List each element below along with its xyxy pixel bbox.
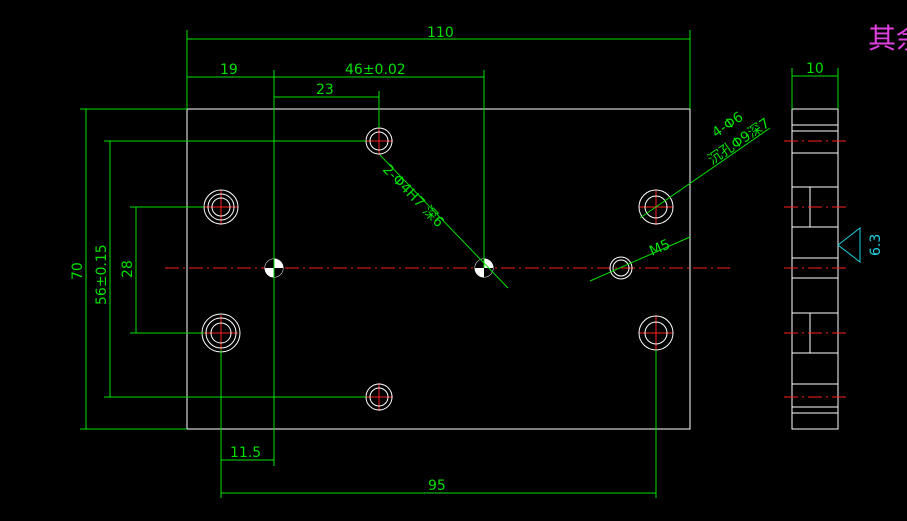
dimension-56: 56±0.15 <box>94 140 366 398</box>
plate-outline <box>186 108 691 430</box>
svg-text:95: 95 <box>428 478 446 494</box>
svg-text:2-Φ4H7 深6: 2-Φ4H7 深6 <box>379 162 447 231</box>
dimension-11-5: 11.5 <box>220 350 274 498</box>
svg-text:46±0.02: 46±0.02 <box>345 62 406 78</box>
callout-counterbore: 4-Φ6 沉孔Φ9深7 <box>639 109 773 219</box>
callout-thread: M5 <box>589 236 691 282</box>
svg-text:M5: M5 <box>647 236 673 259</box>
dimension-70: 70 <box>70 108 187 430</box>
svg-text:28: 28 <box>120 260 136 278</box>
svg-text:70: 70 <box>70 262 86 280</box>
dimension-19: 19 <box>187 62 275 466</box>
svg-text:23: 23 <box>316 82 334 98</box>
svg-text:56±0.15: 56±0.15 <box>94 244 110 305</box>
dimension-46: 46±0.02 <box>274 62 485 268</box>
thread-hole-m5 <box>609 256 633 280</box>
dimension-28: 28 <box>120 206 204 334</box>
roughness-other-text: 其余 <box>868 22 907 55</box>
callout-pin-hole: 2-Φ4H7 深6 <box>379 154 509 289</box>
counterbore-hole-top-right <box>638 189 674 225</box>
svg-text:110: 110 <box>427 25 454 41</box>
svg-text:19: 19 <box>220 62 238 78</box>
dimension-95: 95 <box>221 350 657 498</box>
dimension-110: 110 <box>186 25 691 109</box>
dimension-10: 10 <box>791 61 839 109</box>
svg-text:10: 10 <box>806 61 824 77</box>
dimension-23: 23 <box>274 82 380 128</box>
side-view <box>784 108 848 430</box>
svg-text:11.5: 11.5 <box>230 445 261 461</box>
roughness-symbol: 6.3 <box>837 226 884 264</box>
svg-text:6.3: 6.3 <box>868 234 884 256</box>
